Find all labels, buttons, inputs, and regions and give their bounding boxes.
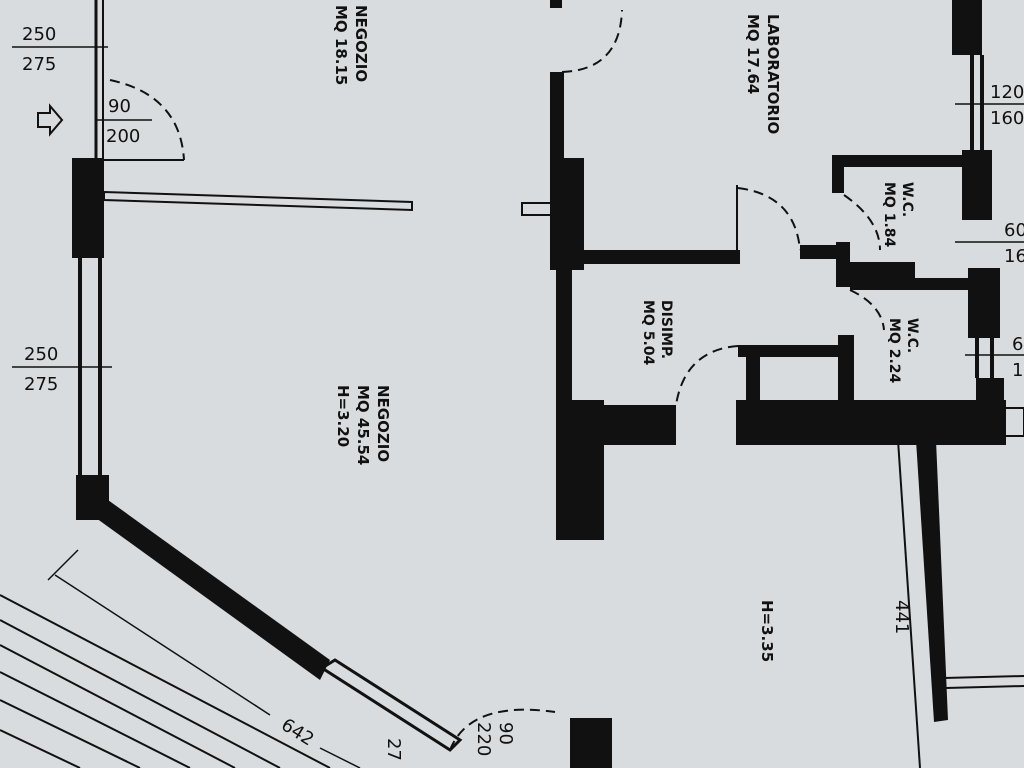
label-negozio-top: NEGOZIO MQ 18.15	[332, 5, 370, 85]
right-window-mid-height: 16	[1004, 246, 1024, 267]
laboratorio-name: LABORATORIO	[764, 14, 782, 134]
entry-door-width: 90	[108, 96, 131, 117]
central-walls	[521, 0, 801, 540]
right-wall: 120 160 60 16 6 16	[952, 0, 1024, 437]
entry-door-height: 200	[106, 126, 140, 147]
wc1-name: W.C.	[899, 182, 915, 217]
door-bottom-height: 220	[473, 722, 494, 756]
label-laboratorio: LABORATORIO MQ 17.64	[744, 14, 782, 134]
window-top-height: 275	[22, 54, 56, 75]
dim-door-bottom: 90 220	[473, 722, 516, 756]
entry-arrow-icon	[37, 103, 64, 137]
vertical-length: 441	[891, 600, 912, 634]
window-top-width: 250	[22, 24, 56, 45]
dim-diagonal-642: 642	[277, 714, 317, 750]
right-window-top-width: 120	[990, 82, 1024, 103]
corridor-walls	[449, 439, 1024, 768]
negozio-top-area: MQ 18.15	[332, 5, 350, 85]
negozio-top-name: NEGOZIO	[352, 5, 370, 82]
wc-block	[736, 150, 1006, 445]
window-mid-width: 250	[24, 344, 58, 365]
label-negozio-main: NEGOZIO MQ 45.54 H=3.20	[334, 385, 392, 465]
negozio-main-name: NEGOZIO	[374, 385, 392, 462]
entry-door: 90 200	[37, 79, 185, 161]
window-mid-height: 275	[24, 374, 58, 395]
right-window-mid-width: 60	[1004, 220, 1024, 241]
dim-window-bottom: 27	[383, 738, 404, 761]
disimpegno-name: DISIMP.	[658, 300, 674, 359]
window-mid-dims: 250 275	[12, 344, 112, 395]
wc2-area: MQ 2.24	[886, 318, 902, 384]
door-bottom-width: 90	[495, 722, 516, 745]
right-window-low-width: 6	[1012, 334, 1023, 355]
wc1-area: MQ 1.84	[881, 182, 897, 248]
negozio-main-height: H=3.20	[334, 385, 352, 447]
label-corridor-height: H=3.35	[758, 600, 776, 662]
diagonal-wall	[0, 500, 463, 768]
right-window-top-height: 160	[990, 108, 1024, 129]
window-bottom-width: 27	[383, 738, 404, 761]
label-wc1: W.C. MQ 1.84	[881, 182, 915, 248]
diagonal-length: 642	[277, 714, 317, 750]
corridor-height: H=3.35	[758, 600, 776, 662]
window-top-dims: 250 275	[12, 24, 108, 75]
dim-vertical-441: 441	[891, 600, 912, 634]
right-window-low-height: 16	[1012, 360, 1024, 381]
negozio-main-area: MQ 45.54	[354, 385, 372, 465]
label-disimpegno: DISIMP. MQ 5.04	[640, 300, 674, 366]
disimpegno-area: MQ 5.04	[640, 300, 656, 366]
wc2-name: W.C.	[904, 318, 920, 353]
laboratorio-area: MQ 17.64	[744, 14, 762, 94]
label-wc2: W.C. MQ 2.24	[886, 318, 920, 384]
